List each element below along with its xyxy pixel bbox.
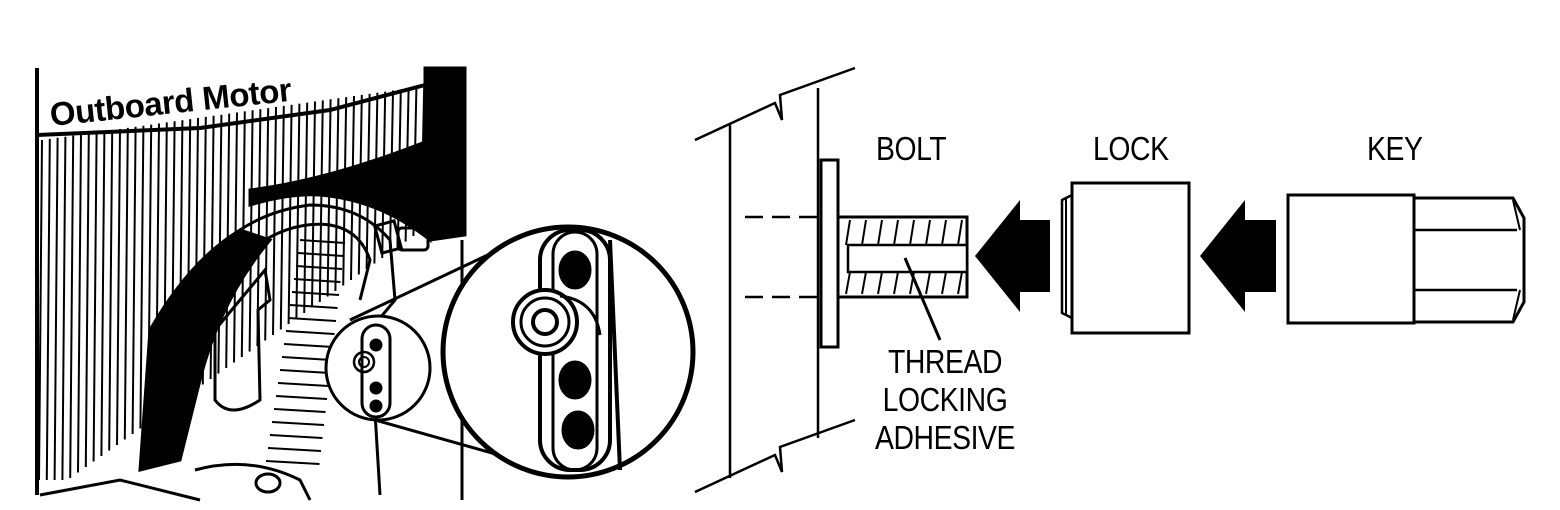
cowling-hatch-line xyxy=(272,106,277,336)
cowling-hatch-line xyxy=(412,87,418,237)
bracket-hatch-line xyxy=(269,434,323,439)
arrow-left-icon xyxy=(1200,200,1276,312)
bracket-hatch-line xyxy=(271,421,325,426)
arrow-left-icon xyxy=(975,200,1050,312)
cowling-hatch-line xyxy=(287,104,293,325)
adhesive-label-line-2: LOCKING xyxy=(882,381,1008,418)
lock-label: LOCK xyxy=(1093,130,1169,167)
cowling-hatch-line xyxy=(116,128,121,446)
adhesive-label-line-1: THREAD xyxy=(887,343,1003,380)
cowling-hatch-line xyxy=(318,100,324,303)
bracket-hatch-line xyxy=(297,252,344,257)
cowling-hatch-line xyxy=(61,136,67,481)
cowling-hatch-line xyxy=(303,102,309,314)
cowling-hatch-line xyxy=(420,86,426,231)
cowling-hatch-line xyxy=(123,127,129,440)
cowling-hatch-line xyxy=(77,134,82,473)
thread-locking-adhesive-label: THREAD LOCKING ADHESIVE xyxy=(872,343,1018,457)
bracket-hatch-line xyxy=(275,395,328,400)
bracket-hatch-line xyxy=(273,408,326,413)
bracket-hatch-line xyxy=(277,382,329,387)
cowling-hatch-line xyxy=(53,137,59,481)
cowling-hatch-line xyxy=(365,93,371,270)
bracket-hatch-line xyxy=(291,291,340,296)
key-label: KEY xyxy=(1367,130,1423,167)
bolt-lock-key-schematic xyxy=(694,66,1526,494)
cowling-hatch-line xyxy=(334,98,340,292)
bracket-hatch-line xyxy=(285,330,335,335)
cowling-hatch-line xyxy=(248,110,254,352)
cowling-hatch-line xyxy=(45,138,51,481)
bracket-hatch-line xyxy=(283,343,334,348)
bolt-label: BOLT xyxy=(876,130,947,167)
bracket-hatch-line xyxy=(293,278,341,283)
cowling-hatch-line xyxy=(131,126,137,435)
cowling-hatch-line xyxy=(92,132,98,462)
cowling-hatch-line xyxy=(404,88,410,242)
cowling-hatch-line xyxy=(326,99,332,297)
bracket-hatch-line xyxy=(287,317,337,322)
bracket-hatch-line xyxy=(295,265,343,270)
cowling-hatch-line xyxy=(279,105,285,330)
cowling-hatch-line xyxy=(84,133,90,468)
bracket-hatch-line xyxy=(289,304,338,309)
cowling-hatch-line xyxy=(350,95,355,281)
adhesive-label-line-3: ADHESIVE xyxy=(874,419,1016,456)
bracket-hatch-line xyxy=(267,447,322,452)
bracket-hatch-line xyxy=(265,460,320,465)
cowling-hatch-line xyxy=(357,94,363,275)
cowling-hatch-line xyxy=(389,90,394,253)
cowling-hatch-line xyxy=(100,131,106,457)
cowling-hatch-line xyxy=(295,103,301,319)
outboard-motor-illustration xyxy=(35,66,696,502)
cowling-hatch-line xyxy=(373,92,379,264)
bracket-hatch-line xyxy=(299,239,346,244)
bracket-hatch-line xyxy=(279,369,331,374)
cowling-hatch-line xyxy=(38,139,43,481)
cowling-hatch-line xyxy=(108,130,114,451)
cowling-hatch-line xyxy=(396,89,402,248)
cowling-hatch-line xyxy=(69,135,75,479)
cowling-hatch-line xyxy=(264,108,270,341)
bracket-hatch-line xyxy=(281,356,332,361)
cowling-hatch-line xyxy=(139,125,145,429)
cowling-hatch-line xyxy=(342,97,348,286)
cowling-hatch-line xyxy=(256,109,262,347)
